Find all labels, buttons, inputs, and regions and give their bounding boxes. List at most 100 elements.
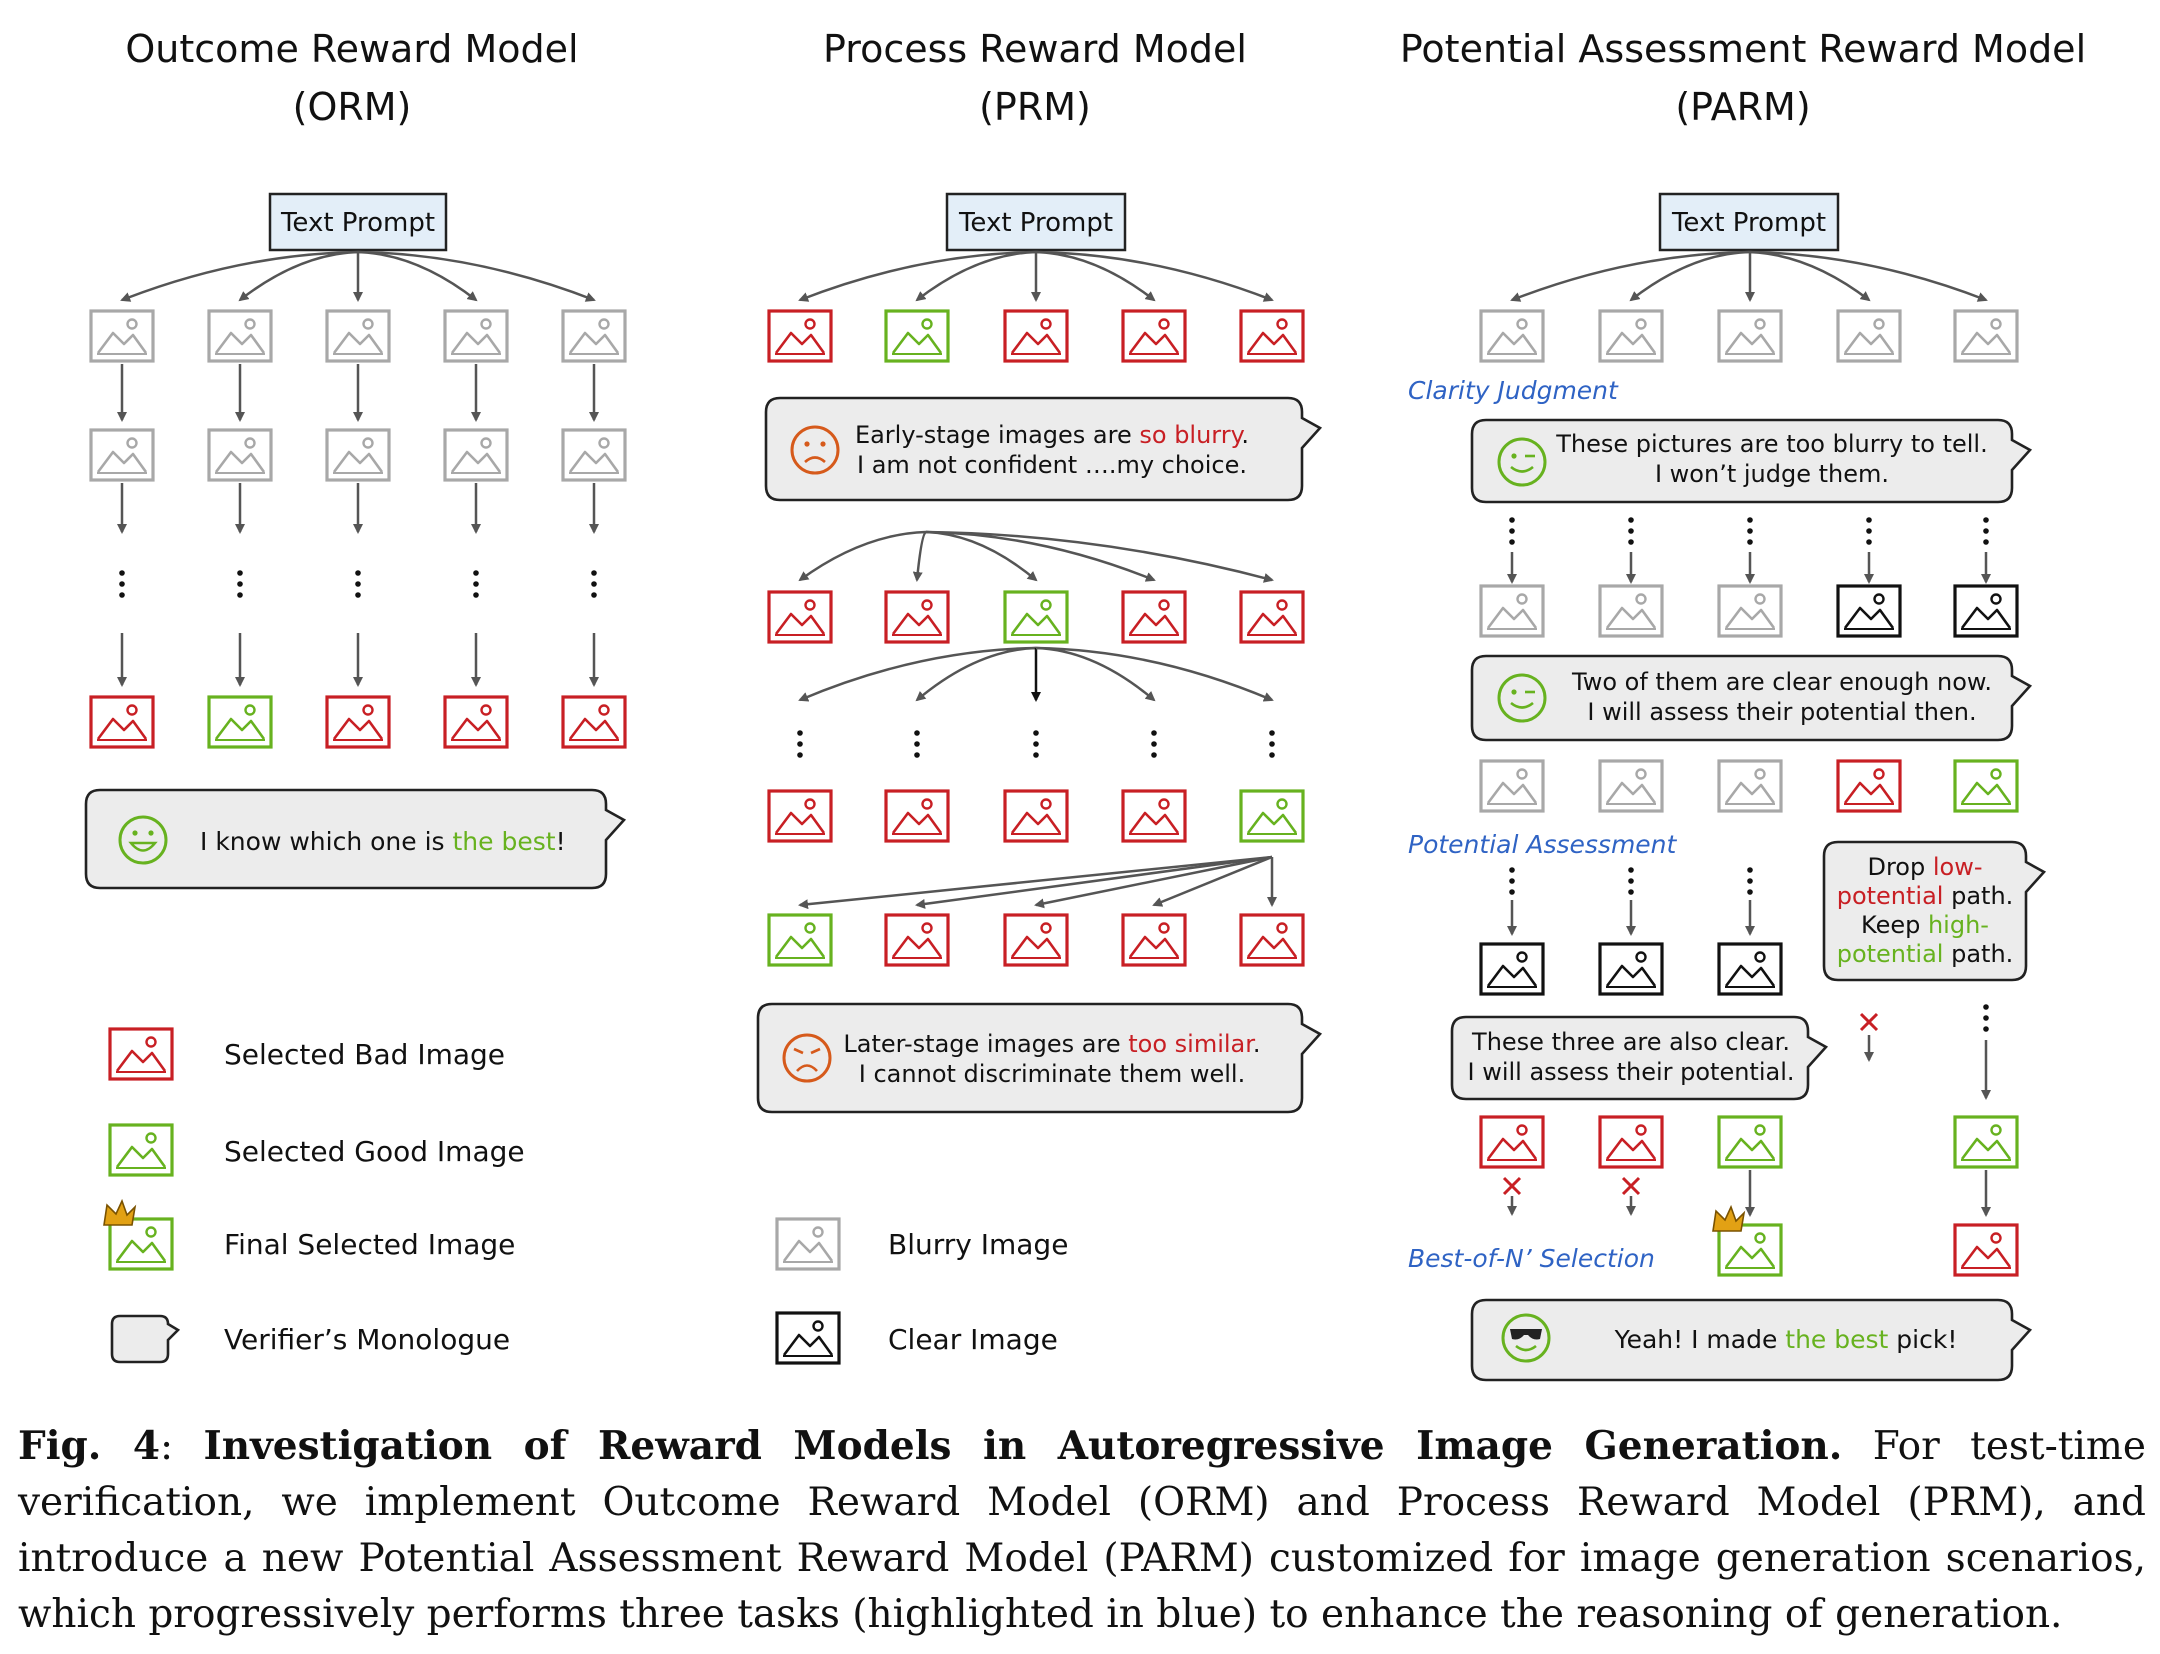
text-segment: These pictures are too blurry to tell. [1555,430,1987,458]
legend-monologue-label: Verifier’s Monologue [224,1323,510,1356]
orm-blurry-image [89,309,155,363]
parm-stage4-clear-image [1717,942,1783,996]
prm-frustrated-face-icon [782,1033,832,1083]
prm-stage1-image-bad [1239,309,1305,363]
crown-icon [1712,1204,1746,1232]
orm-blurry-image [561,428,627,482]
parm-stage3-blurry-image [1479,759,1545,813]
parm-stage4-clear-image [1479,942,1545,996]
ellipsis-dots [797,730,803,758]
text-segment: Final Selected Image [224,1228,515,1261]
prm-stage4-image-bad [1003,913,1069,967]
orm-text-prompt-box [268,192,448,252]
text-segment: These three are also clear. [1471,1028,1790,1056]
prm-stage2-image-bad [767,590,833,644]
parm-monologue-bubble-1 [1470,418,2033,504]
text-segment: potential [1837,940,1944,968]
prm-stage2-image-good [1003,590,1069,644]
orm-monologue-bubble [84,788,628,892]
parm-bubble2-line1: Two of them are clear enough now. [1571,668,1992,696]
prm-text-prompt-box [945,192,1127,252]
prm-stage4-image-bad [884,913,950,967]
orm-blurry-image [207,428,273,482]
ellipsis-dots [1151,730,1157,758]
ellipsis-dots [355,570,361,598]
legend-good-label: Selected Good Image [224,1135,525,1168]
text-segment: I am not confident ….my choice. [857,451,1247,479]
orm-bad-final-image [89,695,155,749]
orm-good-final-image [207,695,273,749]
prm-monologue-bubble-1 [764,396,1323,502]
text-segment: Selected Bad Image [224,1038,505,1071]
caption-colon: : [160,1424,204,1469]
ellipsis-dots [1509,867,1515,895]
parm-stage3-blurry-image [1717,759,1783,813]
orm-blurry-image [561,309,627,363]
ellipsis-dots [1269,730,1275,758]
text-segment: Clarity Judgment [1408,376,1619,405]
parm-bubble1-line2: I won’t judge them. [1655,460,1889,488]
text-segment: low- [1933,853,1983,881]
parm-final-bad-image [1598,1115,1664,1169]
legend-blurry-label: Blurry Image [888,1228,1068,1261]
ellipsis-dots [237,570,243,598]
legend-bad-label: Selected Bad Image [224,1038,505,1071]
orm-text-prompt-label: Text Prompt [280,208,435,238]
orm-monologue-text: I know which one is the best! [200,827,566,856]
legend-final-image-icon [108,1217,174,1271]
parm-task-potential-assessment: Potential Assessment [1408,830,1678,859]
parm-stage1-blurry-image [1953,309,2019,363]
text-segment: potential [1837,882,1944,910]
ellipsis-dots [1033,730,1039,758]
prm-bubble2-line2: I cannot discriminate them well. [859,1060,1245,1088]
ellipsis-dots [1509,517,1515,545]
reward-model-diagram: Outcome Reward Model (ORM) Process Rewar… [84,27,2086,1382]
parm-bubble3-line2: I will assess their potential. [1467,1058,1794,1086]
prm-bubble1-line2: I am not confident ….my choice. [857,451,1247,479]
text-segment: the best [1785,1325,1888,1354]
prm-stage4-image-good [767,913,833,967]
text-segment: I cannot discriminate them well. [859,1060,1245,1088]
parm-kept-good-image [1953,1115,2019,1169]
text-segment: Yeah! I made [1614,1325,1786,1354]
crown-icon [103,1198,137,1226]
parm-bubble5-text: Yeah! I made the best pick! [1614,1325,1958,1354]
text-segment: Best-of-N’ Selection [1408,1244,1655,1273]
parm-stage1-blurry-image [1598,309,1664,363]
orm-blurry-image [443,428,509,482]
text-segment: Selected Good Image [224,1135,525,1168]
parm-stage2-clear-image [1836,584,1902,638]
parm-stage4-clear-image [1598,942,1664,996]
prm-bubble2-line1: Later-stage images are too similar. [843,1030,1260,1058]
text-segment: Potential Assessment [1408,830,1678,859]
text-segment: the best [453,827,556,856]
ellipsis-dots [473,570,479,598]
text-segment: Later-stage images are [843,1030,1128,1058]
text-segment: path. [1943,940,2013,968]
ellipsis-dots [1747,867,1753,895]
ellipsis-dots [1983,517,1989,545]
ellipsis-dots [1747,517,1753,545]
prm-text-prompt-label: Text Prompt [958,208,1113,238]
text-segment: Blurry Image [888,1228,1068,1261]
text-segment: I know which one is [200,827,453,856]
prm-stage2-image-bad [884,590,950,644]
parm-bubble2-line2: I will assess their potential then. [1587,698,1976,726]
legend-good-image-icon [108,1123,174,1177]
orm-blurry-image [89,428,155,482]
parm-stage1-blurry-image [1836,309,1902,363]
caption-title: Investigation of Reward Models in Autore… [203,1423,1843,1469]
prm-stage1-image-good [884,309,950,363]
prm-bubble1-line1: Early-stage images are so blurry. [855,421,1249,449]
text-segment: Drop [1867,853,1932,881]
orm-bad-final-image [325,695,391,749]
orm-title: Outcome Reward Model [125,27,578,71]
prm-sad-face-icon [790,425,840,475]
parm-bubble4-line3: Keep high- [1861,911,1989,939]
orm-blurry-image [443,309,509,363]
parm-monologue-bubble-3 [1450,1015,1829,1101]
parm-stage2-blurry-image [1717,584,1783,638]
parm-stage3-bad-image [1836,759,1902,813]
text-segment: too similar [1128,1030,1255,1058]
legend-clear-label: Clear Image [888,1323,1058,1356]
